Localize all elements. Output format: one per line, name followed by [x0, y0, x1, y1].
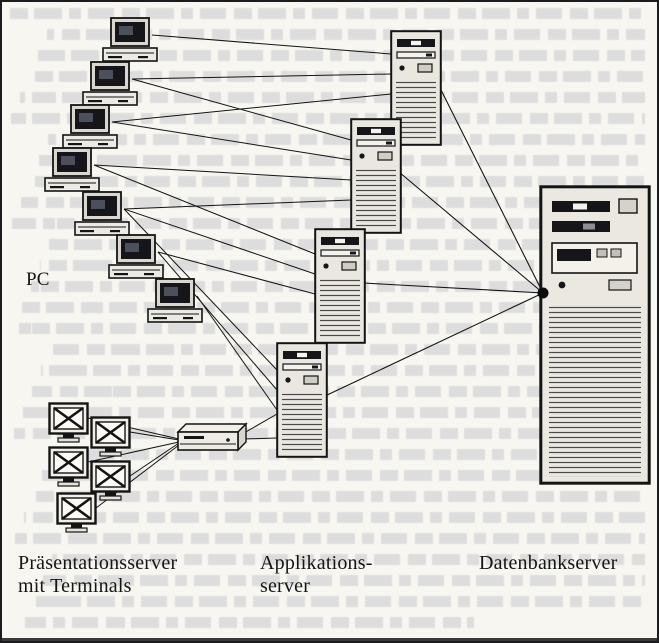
presentation-server-icon [177, 423, 247, 451]
pc-icon [62, 104, 118, 149]
application-server-label: Applikations- server [260, 552, 373, 598]
presentation-server-label-line2: mit Terminals [18, 575, 132, 597]
presentation-to-appserver-lines [243, 413, 278, 440]
application-server-label-line2: server [260, 575, 311, 597]
pc-icon [74, 191, 130, 236]
terminal-icon [56, 492, 97, 534]
database-server-icon [539, 185, 651, 485]
pc-label: PC [26, 268, 50, 291]
appserver-to-database-lines [324, 85, 544, 397]
presentation-server-label: Präsentationsserver mit Terminals [18, 552, 177, 598]
connection-node-dot [537, 287, 549, 299]
application-server-label-line1: Applikations- [260, 552, 373, 574]
terminal-icon [90, 460, 131, 502]
database-server-label: Datenbankserver [479, 552, 618, 575]
terminal-icon [48, 402, 89, 444]
terminal-icon [90, 416, 131, 458]
application-server-icon [314, 228, 366, 344]
terminal-icon [48, 446, 89, 488]
application-server-icon [350, 118, 402, 234]
pc-icon [147, 278, 203, 323]
pc-icon [108, 234, 164, 279]
pc-label-text: PC [26, 269, 50, 290]
pc-icon [102, 17, 158, 62]
database-server-label-text: Datenbankserver [479, 552, 618, 574]
pc-icon [44, 147, 100, 192]
presentation-server-label-line1: Präsentationsserver [18, 552, 178, 574]
application-server-icon [276, 342, 328, 458]
pc-icon [82, 61, 138, 106]
pc-to-appserver-lines [93, 34, 392, 411]
